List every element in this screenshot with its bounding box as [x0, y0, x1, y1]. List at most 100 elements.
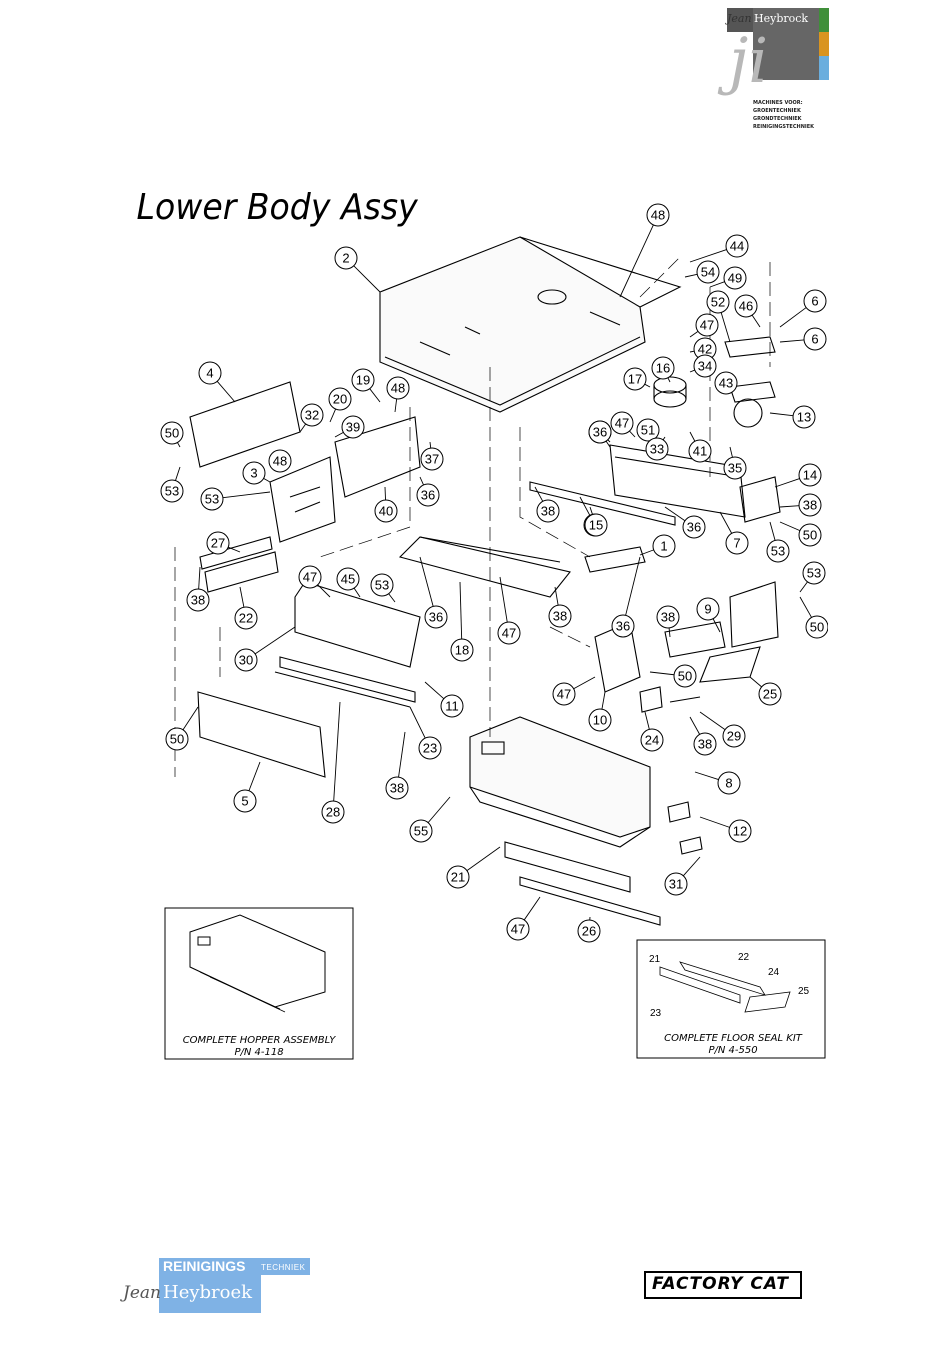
callout-leader — [720, 312, 731, 343]
footer-techniek: TECHNIEK — [261, 1263, 306, 1272]
callout-leader — [534, 486, 544, 502]
callout-bubble — [696, 597, 720, 621]
callout-bubble — [536, 499, 560, 523]
callout-bubble — [300, 403, 324, 427]
callout-part-number: 49 — [728, 271, 742, 286]
callout-bubble — [409, 819, 433, 843]
callout-bubble — [268, 449, 292, 473]
callout-part-number: 40 — [379, 504, 393, 519]
callout-leader — [459, 581, 463, 640]
callout-bubble — [734, 294, 758, 318]
callout-part-number: 35 — [728, 461, 742, 476]
callout-bubble — [792, 405, 816, 429]
callout-part-number: 32 — [305, 408, 319, 423]
callout-bubble — [450, 638, 474, 662]
footer-blue-band — [159, 1258, 310, 1275]
callout-part-number: 15 — [589, 518, 603, 533]
callout-leader — [429, 441, 432, 449]
callout-bubble — [351, 368, 375, 392]
footer-brand-heybroek: REINIGINGS TECHNIEK Jean Heybroek — [123, 1258, 313, 1314]
callout-bubble — [200, 487, 224, 511]
callout-part-number: 51 — [641, 423, 655, 438]
callout-bubble — [758, 682, 782, 706]
floor-inset-caption: COMPLETE FLOOR SEAL KIT — [664, 1033, 803, 1044]
callout-part-number: 47 — [557, 687, 571, 702]
logo-first-name: Jean — [727, 12, 752, 25]
callout-bubble — [548, 604, 572, 628]
callout-part-number: 23 — [423, 741, 437, 756]
callout-bubble — [328, 387, 352, 411]
callout-bubble — [234, 648, 258, 672]
callout-part-number: 53 — [807, 566, 821, 581]
callout-part-number: 45 — [341, 572, 355, 587]
callout-bubble — [588, 420, 612, 444]
callout-bubble — [623, 367, 647, 391]
callout-leader — [384, 486, 386, 501]
callout-bubble — [802, 561, 826, 585]
callout-bubble — [798, 523, 822, 547]
callout-part-number: 18 — [455, 643, 469, 658]
callout-bubble — [321, 800, 345, 824]
callout-bubble — [651, 356, 675, 380]
callout-bubble — [725, 234, 749, 258]
callout-part-number: 39 — [346, 420, 360, 435]
callout-bubble — [374, 499, 398, 523]
callout-part-number: 50 — [165, 426, 179, 441]
callout-leader — [769, 412, 794, 417]
inset-floor-seal-kit: 21 22 24 25 23 COMPLETE FLOOR SEAL KIT P… — [636, 939, 826, 1059]
callout-leader — [689, 431, 696, 442]
callout-leader — [712, 618, 721, 633]
callout-part-number: 43 — [719, 376, 733, 391]
callout-leader — [222, 491, 271, 499]
callout-part-number: 38 — [390, 781, 404, 796]
callout-part-number: 19 — [356, 373, 370, 388]
callout-leader — [388, 593, 396, 603]
callout-bubble — [198, 361, 222, 385]
callout-bubble — [645, 437, 669, 461]
footer-blue-block — [159, 1275, 261, 1313]
diagram-title: Lower Body Assy — [137, 187, 419, 229]
callout-part-number: 30 — [239, 653, 253, 668]
callout-bubble — [497, 621, 521, 645]
callout-leader — [709, 281, 725, 288]
callout-bubble — [577, 919, 601, 943]
callout-part-number: 50 — [678, 669, 692, 684]
callout-part-number: 5 — [241, 794, 248, 809]
callout-part-number: 41 — [693, 444, 707, 459]
callout-leader — [694, 771, 719, 781]
callout-part-number: 53 — [165, 484, 179, 499]
callout-leader — [353, 587, 361, 598]
callout-leader — [409, 706, 426, 739]
hopper-inset-caption: COMPLETE HOPPER ASSEMBLY — [183, 1035, 337, 1046]
callout-bubble — [766, 539, 790, 563]
callout-leader — [729, 446, 733, 458]
callout-bubble — [706, 290, 730, 314]
callout-part-number: 38 — [553, 609, 567, 624]
callout-bubble — [722, 724, 746, 748]
callout-leader — [684, 273, 698, 278]
callout-bubble — [636, 418, 660, 442]
logo-monogram: ji — [729, 24, 769, 97]
callout-part-number: 28 — [326, 805, 340, 820]
callout-part-number: 50 — [803, 528, 817, 543]
callout-part-number: 47 — [511, 922, 525, 937]
callout-bubble — [506, 917, 530, 941]
logo-last-name: Heybrock — [754, 12, 809, 25]
callout-bubble — [611, 614, 635, 638]
callout-leader — [329, 408, 337, 423]
callout-leader — [639, 549, 654, 556]
callout-part-number: 38 — [541, 504, 555, 519]
callout-part-number: 34 — [698, 359, 712, 374]
callout-part-number: 14 — [803, 468, 817, 483]
callout-bubble — [424, 605, 448, 629]
callout-leader — [263, 478, 271, 483]
callout-bubble — [552, 682, 576, 706]
callout-bubble — [233, 789, 257, 813]
callout-leader — [198, 566, 201, 590]
callout-part-number: 52 — [711, 295, 725, 310]
callout-leader — [689, 249, 727, 263]
callout-leader — [605, 440, 611, 448]
callout-bubble — [416, 483, 440, 507]
callout-part-number: 42 — [698, 342, 712, 357]
callout-part-number: 48 — [391, 381, 405, 396]
